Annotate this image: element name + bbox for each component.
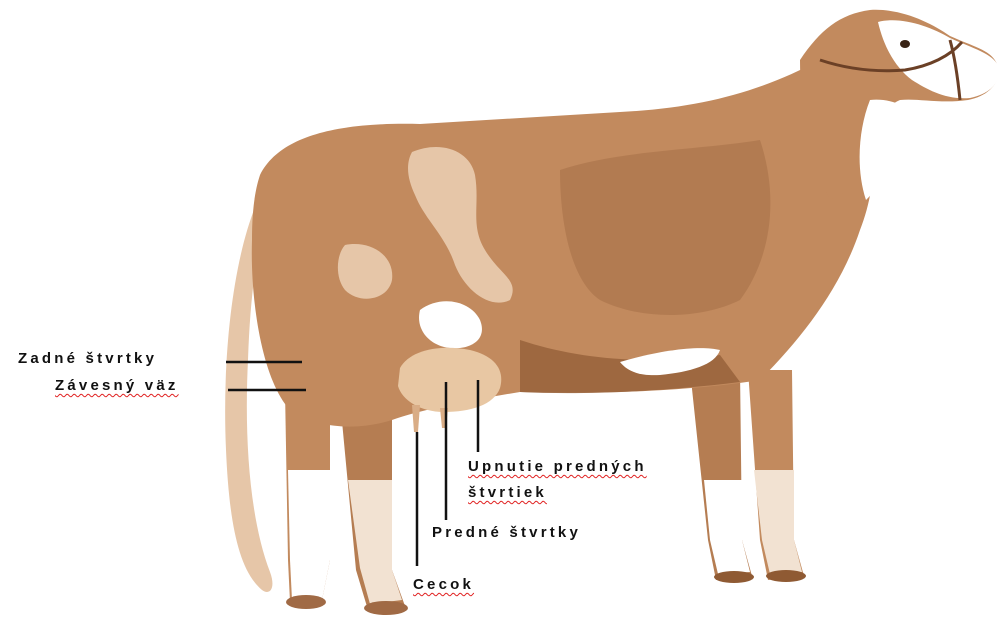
label-front-quarters: Predné štvrtky (432, 524, 581, 542)
chest-white (860, 100, 910, 200)
hoof-4 (766, 570, 806, 582)
label-rear-quarters: Zadné štvrtky (18, 350, 157, 368)
leg-sock-4 (754, 470, 802, 574)
cow-udder (398, 348, 501, 412)
label-suspensory-ligament: Závesný väz (55, 377, 179, 395)
cow-illustration-icon (225, 10, 999, 615)
label-fore-udder-attachment-line2: štvrtiek (468, 484, 547, 502)
label-teat: Cecok (413, 576, 474, 594)
leg-sock-3 (704, 480, 750, 574)
hoof-2 (364, 601, 408, 615)
hoof-3 (714, 571, 754, 583)
label-fore-udder-attachment-line1: Upnutie predných (468, 458, 647, 476)
cow-eye (900, 40, 910, 48)
body-shade-1 (560, 140, 770, 315)
hoof-1 (286, 595, 326, 609)
leg-sock-1 (288, 470, 330, 600)
teat-shape-1 (412, 405, 420, 432)
